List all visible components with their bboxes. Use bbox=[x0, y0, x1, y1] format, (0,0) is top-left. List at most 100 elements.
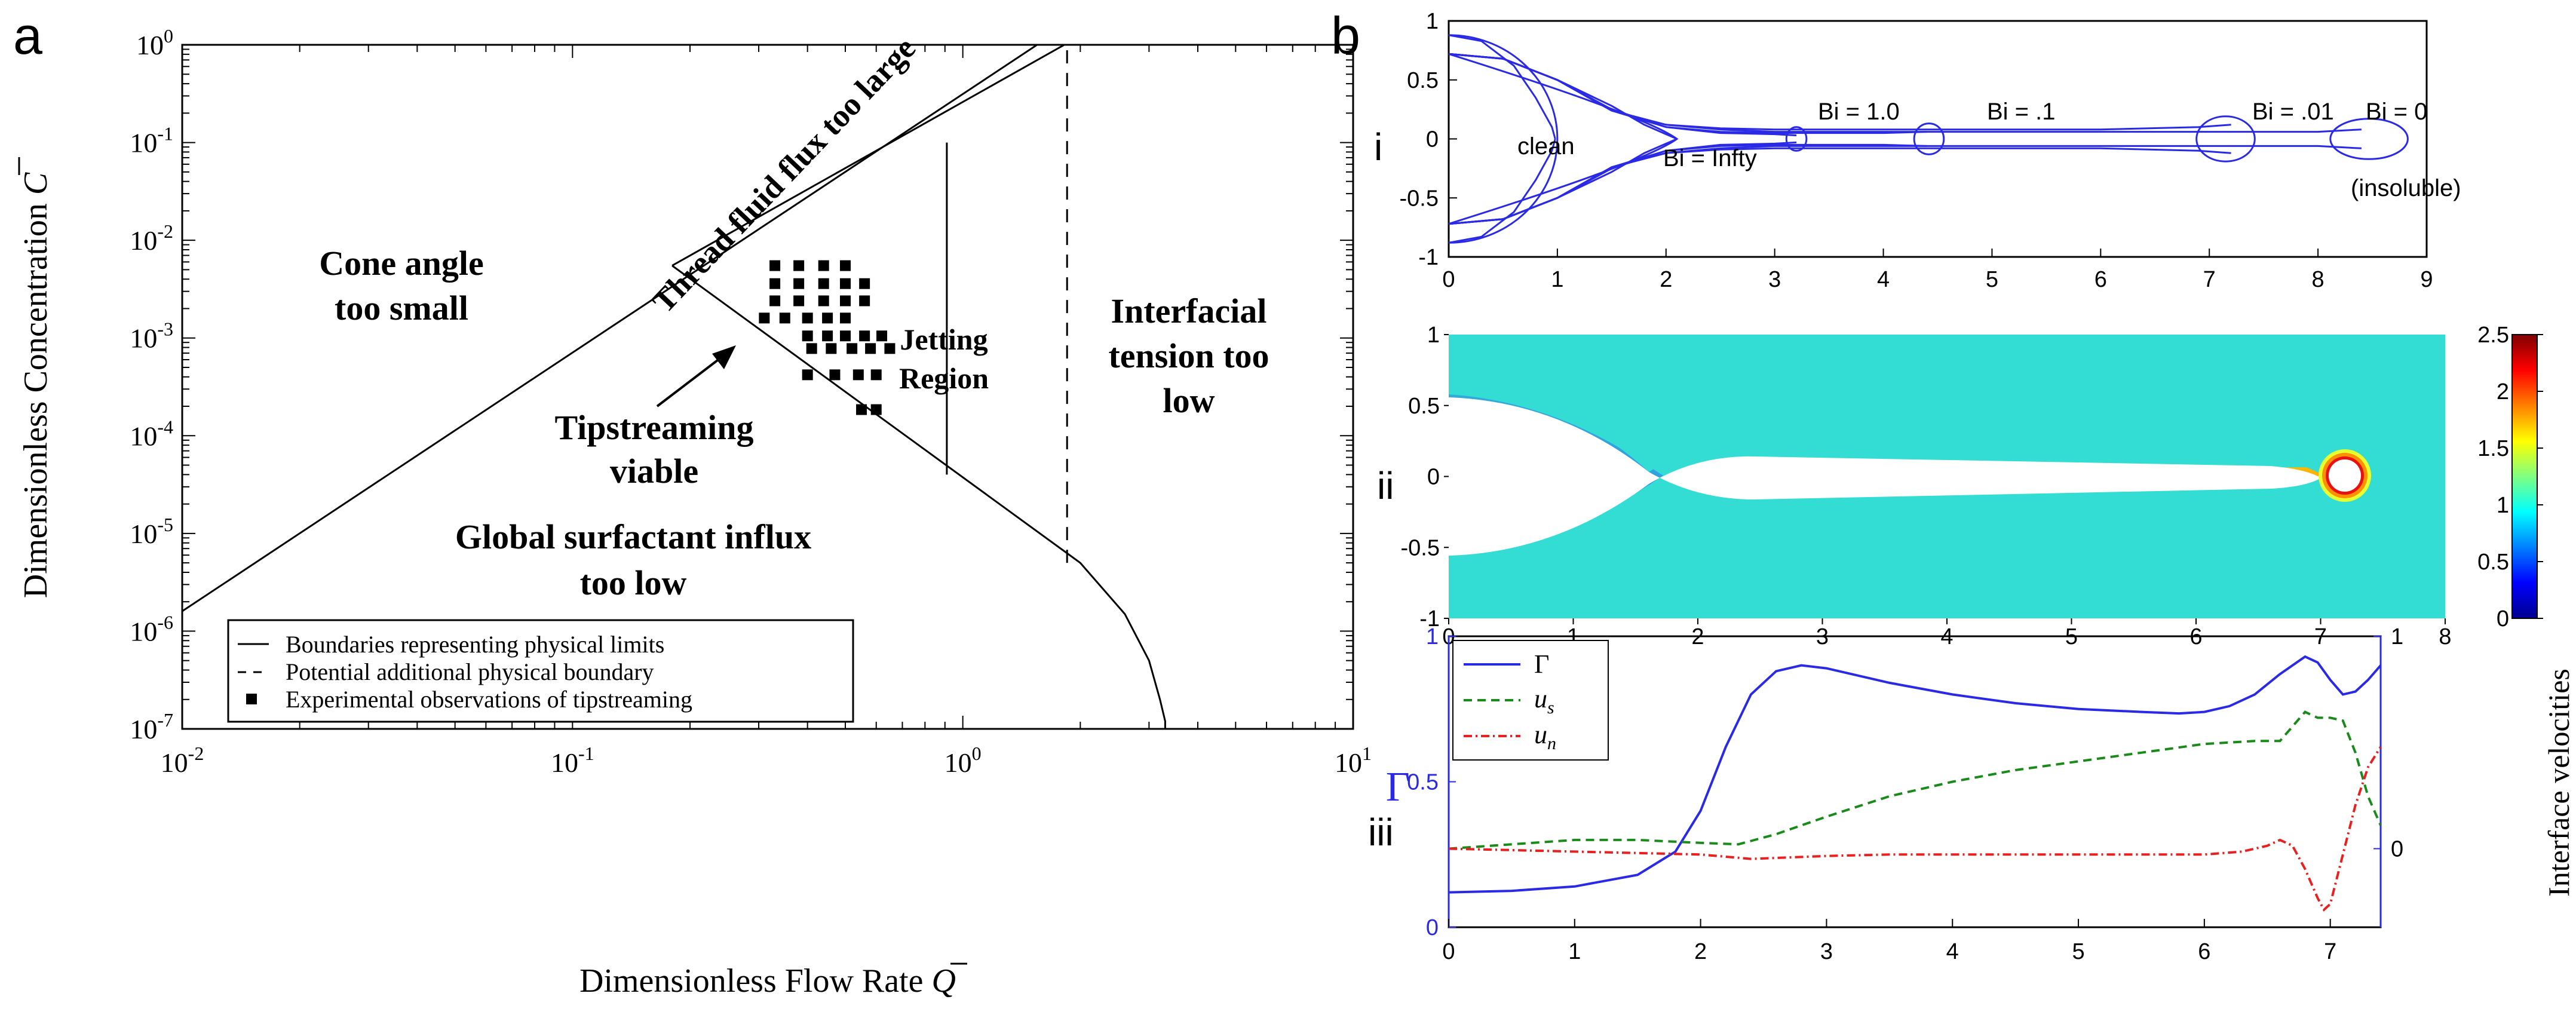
x-tick-label-a: 10-2 bbox=[161, 743, 204, 778]
x-tick-label-bi: 6 bbox=[2094, 267, 2107, 292]
y-tick-label-bi: 0 bbox=[1426, 127, 1439, 152]
y-tick-label-bii: 0 bbox=[1427, 465, 1440, 490]
colorbar-ticks: 00.511.522.5 bbox=[2477, 323, 2543, 632]
y-tick-label-bi: -1 bbox=[1418, 245, 1439, 270]
region-label-cone-angle: Cone angle bbox=[319, 244, 484, 283]
y-axis-label-a: Dimensionless Concentration C bbox=[17, 172, 54, 598]
observation-marker bbox=[839, 278, 851, 289]
tipstreaming-arrow bbox=[656, 357, 721, 407]
x-tick-label-a-exp: 0 bbox=[972, 743, 982, 764]
interface-profile-upper bbox=[1449, 53, 1797, 137]
legend-a-label-1: Boundaries representing physical limits bbox=[286, 631, 664, 658]
interface-profile-lower bbox=[1449, 145, 2362, 225]
legend-biii-un-label: un bbox=[1534, 720, 1556, 753]
x-tick-label-a-base: 10 bbox=[551, 747, 578, 778]
observation-marker bbox=[769, 278, 781, 289]
y-tick-label-a-base: 10 bbox=[136, 30, 164, 60]
observation-marker bbox=[822, 330, 833, 342]
region-label-global: Global surfactant influx bbox=[455, 517, 811, 556]
interface-profile-upper bbox=[1449, 53, 1678, 140]
y-tick-label-left-biii: 0.5 bbox=[1407, 770, 1439, 795]
legend-biii-us-label-main: u bbox=[1534, 684, 1547, 713]
observation-marker bbox=[793, 278, 805, 289]
solid-boundary bbox=[182, 45, 1038, 612]
observation-marker bbox=[870, 369, 882, 381]
drop-outline bbox=[2195, 115, 2256, 163]
observation-marker bbox=[839, 260, 851, 271]
y-tick-label-a-exp: 0 bbox=[164, 25, 173, 47]
y-tick-label-bii: 1 bbox=[1427, 323, 1440, 348]
observation-marker bbox=[839, 295, 851, 306]
y-tick-label-a-base: 10 bbox=[130, 323, 157, 354]
panel-label-b-iii: iii bbox=[1368, 811, 1394, 854]
panel-b-iii-series bbox=[1449, 655, 2381, 912]
observation-marker bbox=[802, 330, 813, 342]
annotation-bi-01: Bi = .1 bbox=[1987, 99, 2056, 125]
observation-marker bbox=[802, 369, 813, 381]
observation-marker bbox=[847, 343, 858, 354]
legend-a-label-2: Potential additional physical boundary bbox=[286, 658, 654, 685]
y-tick-label-right-biii: 0 bbox=[2391, 837, 2403, 862]
observation-marker bbox=[870, 404, 882, 415]
gamma-series bbox=[1449, 655, 2381, 894]
x-tick-label-a: 101 bbox=[1335, 743, 1372, 778]
observation-marker bbox=[826, 343, 837, 354]
y-tick-label-a-exp: -2 bbox=[157, 220, 173, 242]
x-tick-label-biii: 4 bbox=[1946, 939, 1959, 964]
x-tick-label-biii: 7 bbox=[2324, 939, 2336, 964]
y-tick-label-a: 10-5 bbox=[130, 514, 173, 549]
observation-marker bbox=[829, 369, 841, 381]
x-tick-label-bi: 8 bbox=[2312, 267, 2324, 292]
observation-marker bbox=[856, 404, 867, 415]
annotation-insoluble: (insoluble) bbox=[2351, 175, 2461, 201]
y-axis-label-left-biii: Γ bbox=[1386, 764, 1410, 810]
observation-marker bbox=[884, 343, 896, 354]
observation-marker bbox=[802, 312, 813, 324]
x-tick-label-bi: 2 bbox=[1660, 267, 1672, 292]
x-tick-label-bi: 5 bbox=[1986, 267, 1998, 292]
y-tick-label-bii: 0.5 bbox=[1408, 394, 1440, 419]
region-label-thread-flux: Thread fluid flux too large bbox=[645, 30, 922, 320]
legend-biii-box bbox=[1452, 640, 1609, 761]
annotation-bi-0: Bi = 0 bbox=[2366, 99, 2427, 125]
y-tick-label-bi: -0.5 bbox=[1400, 186, 1439, 211]
observation-marker bbox=[759, 312, 770, 324]
annotation-bi-1: Bi = 1.0 bbox=[1818, 99, 1900, 125]
observation-marker bbox=[793, 295, 805, 306]
region-label-jetting-2: Region bbox=[899, 361, 989, 395]
x-tick-label-bi: 1 bbox=[1551, 267, 1563, 292]
region-label-cone-angle-2: too small bbox=[335, 289, 468, 327]
y-tick-label-bi: 0.5 bbox=[1407, 68, 1439, 93]
x-tick-label-biii: 3 bbox=[1820, 939, 1833, 964]
observation-marker bbox=[806, 343, 817, 354]
y-tick-label-a-exp: -6 bbox=[157, 611, 173, 633]
y-tick-label-bii: -1 bbox=[1419, 606, 1440, 632]
x-tick-label-biii: 6 bbox=[2198, 939, 2210, 964]
x-tick-label-bi: 9 bbox=[2420, 267, 2433, 292]
y-tick-label-a-exp: -1 bbox=[157, 123, 173, 145]
x-tick-label-a-exp: -2 bbox=[188, 743, 204, 764]
region-label-interfacial-3: low bbox=[1163, 381, 1215, 420]
panel-a-boundaries bbox=[182, 45, 1166, 729]
y-tick-label-left-biii: 1 bbox=[1426, 624, 1439, 649]
y-tick-label-a: 10-4 bbox=[130, 416, 173, 451]
solid-boundary bbox=[671, 45, 1065, 266]
legend-a-label-3: Experimental observations of tipstreamin… bbox=[286, 686, 692, 713]
observation-marker bbox=[818, 278, 829, 289]
panel-b-i-frame bbox=[1448, 20, 2428, 258]
x-tick-label-biii: 1 bbox=[1568, 939, 1581, 964]
y-tick-label-a: 10-3 bbox=[130, 318, 173, 354]
drop-outline bbox=[1913, 122, 1945, 155]
y-axis-label-right-biii: Interface velocities bbox=[2542, 669, 2575, 897]
panel-a-ticks bbox=[182, 44, 1354, 729]
y-tick-label-left-biii: 0 bbox=[1426, 915, 1439, 940]
observation-marker bbox=[793, 260, 805, 271]
interface-profile-lower bbox=[1449, 139, 1556, 244]
panel-label-b-i: i bbox=[1374, 125, 1382, 168]
